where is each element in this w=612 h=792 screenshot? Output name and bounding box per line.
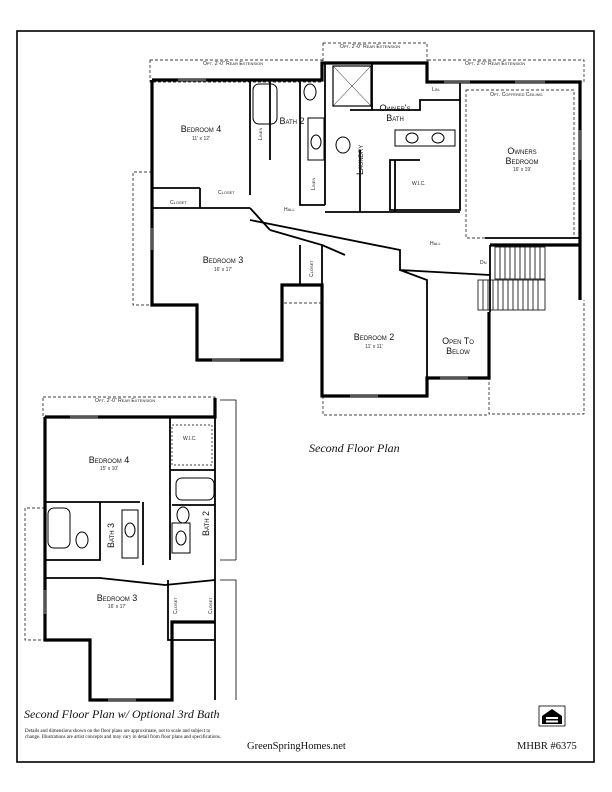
alt-plan-title: Second Floor Plan w/ Optional 3rd Bath <box>24 707 220 721</box>
alt-toilet-bath3 <box>75 531 89 549</box>
alt-sink-bath3 <box>124 522 136 538</box>
room-linen3-name: Linen <box>311 177 317 190</box>
room-linen1-name: Lin. <box>432 87 441 93</box>
shower-owners <box>332 65 372 107</box>
rear-extension-label-right: Opt. 2'-0" Rear Extension <box>465 61 526 67</box>
alt-toilet-bath2 <box>176 506 190 524</box>
room-owners-bath-name: Owner's Bath <box>379 103 411 123</box>
alt-tub-bath3 <box>47 507 71 549</box>
alt-room-closet2-name: Closet <box>208 597 214 614</box>
equal-housing-logo <box>538 705 566 727</box>
footer-website: GreenSpringHomes.net <box>247 741 346 752</box>
alt-room-wic-name: W.I.C. <box>183 436 197 442</box>
room-closet1-name: Closet <box>170 200 187 206</box>
room-linen2-name: Linen <box>258 127 264 140</box>
outer-walls-main <box>150 61 582 398</box>
room-hall1-name: Hall <box>284 207 295 213</box>
alt-rear-extension-label: Opt. 2'-0" Rear Extension <box>95 398 156 404</box>
dashed-front-right <box>488 300 585 415</box>
stairs-down-label: Dn <box>480 260 487 266</box>
sink-owners-1 <box>405 132 419 144</box>
alt-dashed-left <box>24 507 45 641</box>
alt-interior-walls <box>45 417 216 700</box>
interior-walls-main <box>152 63 580 396</box>
room-bedroom4-dims: 11' x 12' <box>192 136 210 142</box>
rear-extension-label-mid: Opt. 2'-0" Rear Extension <box>340 44 401 50</box>
room-wic-name: W.I.C. <box>412 181 426 187</box>
toilet-bath2 <box>303 83 317 101</box>
stairs-main <box>477 246 546 311</box>
dashed-bump-left <box>132 171 152 306</box>
room-closet2-name: Closet <box>218 190 235 196</box>
room-closet3-name: Closet <box>309 260 315 277</box>
windows-main <box>150 78 582 398</box>
alt-tub-bath2 <box>175 477 215 501</box>
dashed-front-bedroom2 <box>322 396 489 416</box>
alt-room-bedroom3-name: Bedroom 3 <box>96 593 138 603</box>
bathtub-bath2 <box>252 83 278 125</box>
dashed-front-bedroom3 <box>281 285 322 304</box>
alt-room-bedroom4-name: Bedroom 4 <box>88 455 130 465</box>
room-bedroom4-name: Bedroom 4 <box>180 124 222 134</box>
alt-vanity-bath2 <box>171 522 191 554</box>
sink-bath2 <box>310 134 322 150</box>
main-plan-title: Second Floor Plan <box>309 441 400 455</box>
alt-wic-outline <box>171 424 213 466</box>
room-open-to-below-name: Open To Below <box>442 336 474 356</box>
vanity-owners <box>394 129 456 147</box>
room-bedroom2-name: Bedroom 2 <box>353 332 395 342</box>
room-owners-bedroom-dims: 16' x 19' <box>512 167 532 173</box>
footer-disclaimer: Details and dimensions shown on the floo… <box>25 729 222 741</box>
alt-room-bath2-name: Bath 2 <box>201 510 211 536</box>
alt-windows <box>43 415 136 702</box>
alt-room-bath3-name: Bath 3 <box>106 522 116 548</box>
room-bath2-name: Bath 2 <box>279 116 305 126</box>
room-hall2-name: Hall <box>430 241 441 247</box>
alt-stair-partial <box>220 399 237 700</box>
room-owners-bedroom-name: Owners Bedroom <box>505 146 539 166</box>
alt-sink-bath2 <box>175 530 187 546</box>
toilet-owners <box>335 136 351 154</box>
shower-cross <box>332 65 372 107</box>
coffered-ceiling-outline <box>465 89 575 239</box>
alt-room-bedroom3-dims: 16' x 17' <box>107 604 127 610</box>
main-floor-plan <box>132 42 585 416</box>
alt-floor-plan <box>24 396 237 702</box>
alt-vanity-bath3 <box>121 509 139 559</box>
alt-room-closet1-name: Closet <box>173 597 179 614</box>
sink-owners-2 <box>431 132 445 144</box>
vanity-bath2 <box>307 117 325 161</box>
room-laundry-name: Laundry <box>355 144 365 175</box>
rear-extension-label-left: Opt. 2'-0" Rear Extension <box>203 61 264 67</box>
room-bedroom3-name: Bedroom 3 <box>202 255 244 265</box>
coffered-ceiling-label: Opt. Coffered Ceiling <box>490 92 543 98</box>
alt-room-bedroom4-dims: 15' x 10' <box>99 466 119 472</box>
footer-model-code: MHBR #6375 <box>517 741 577 752</box>
room-bedroom3-dims: 16' x 17' <box>213 267 233 273</box>
room-bedroom2-dims: 11' x 11' <box>365 344 383 350</box>
page-border <box>16 30 595 763</box>
